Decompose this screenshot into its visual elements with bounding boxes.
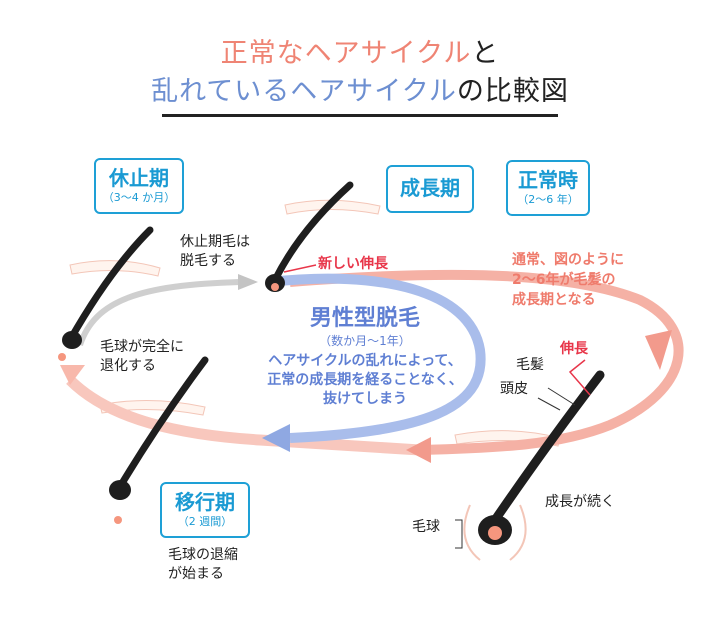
normal-note-line-2: 2〜6年が毛髪の [512, 272, 616, 288]
disturbed-cycle-loop [262, 273, 486, 452]
rest-to-growth-arc [77, 274, 258, 346]
title-line-2: 乱れているヘアサイクルの比較図 [0, 74, 720, 110]
badge-transition-sub: （2 週間） [177, 515, 233, 528]
rest-hair-line-2: 脱毛する [180, 253, 236, 269]
badge-normal-main: 正常時 [518, 168, 578, 192]
hair-label: 毛髪 [516, 357, 544, 373]
normal-note-line-1: 通常、図のように [512, 252, 624, 268]
normal-cycle-ring [60, 269, 684, 463]
shrink-line-2: が始まる [168, 566, 224, 582]
rest-hair-note: 休止期毛は 脱毛する [180, 233, 250, 271]
center-label: 男性型脱毛 （数か月〜1年） ヘアサイクルの乱れによって、 正常の成長期を経るこ… [250, 305, 480, 409]
new-growth-label: 新しい伸長 [318, 256, 388, 272]
arrow-normal-right [645, 330, 672, 370]
badge-rest-sub: （3〜4 か月） [102, 191, 176, 204]
skin-layers [69, 199, 561, 447]
badge-transition-main: 移行期 [175, 490, 235, 514]
regress-note: 毛球が完全に 退化する [100, 338, 184, 376]
title-comparison: の比較図 [456, 76, 569, 107]
badge-growth-phase: 成長期 [386, 165, 474, 213]
regress-line-1: 毛球が完全に [100, 339, 184, 355]
title-normal-cycle: 正常なヘアサイクル [220, 38, 472, 69]
title-underline [162, 114, 558, 117]
title-and: と [471, 38, 500, 69]
badge-rest-main: 休止期 [109, 166, 169, 190]
center-desc-2: 正常の成長期を経ることなく、 [267, 372, 463, 388]
arrow-blue [262, 424, 290, 452]
callout-lines [283, 264, 591, 396]
badge-transition-phase: 移行期 （2 週間） [160, 482, 250, 538]
center-desc-1: ヘアサイクルの乱れによって、 [268, 353, 462, 369]
bulb-label: 毛球 [412, 519, 440, 535]
center-desc-3: 抜けてしまう [323, 391, 407, 407]
rest-hair-line-1: 休止期毛は [180, 234, 250, 250]
growth-continues-label: 成長が続く [545, 494, 615, 510]
normal-note-line-3: 成長期となる [512, 292, 596, 308]
arrow-normal-down [60, 365, 85, 385]
center-title: 男性型脱毛 [309, 306, 420, 331]
hair-follicles [58, 181, 605, 561]
regress-line-2: 退化する [100, 358, 156, 374]
badge-normal-sub: （2〜6 年） [517, 193, 579, 206]
title-disturbed-cycle: 乱れているヘアサイクル [151, 76, 457, 107]
badge-normal: 正常時 （2〜6 年） [506, 160, 590, 216]
badge-growth-main: 成長期 [400, 176, 460, 200]
shrink-note: 毛球の退縮 が始まる [168, 546, 238, 584]
center-sub: （数か月〜1年） [319, 334, 411, 348]
callout-lines-dark [455, 387, 576, 549]
badge-rest-phase: 休止期 （3〜4 か月） [94, 158, 184, 214]
normal-note: 通常、図のように 2〜6年が毛髪の 成長期となる [512, 250, 624, 310]
growth-label: 伸長 [560, 341, 588, 357]
shrink-line-1: 毛球の退縮 [168, 547, 238, 563]
title-line-1: 正常なヘアサイクルと [0, 36, 720, 72]
scalp-label: 頭皮 [500, 381, 528, 397]
arrow-normal-left [406, 437, 431, 463]
arrow-grey [238, 274, 258, 290]
